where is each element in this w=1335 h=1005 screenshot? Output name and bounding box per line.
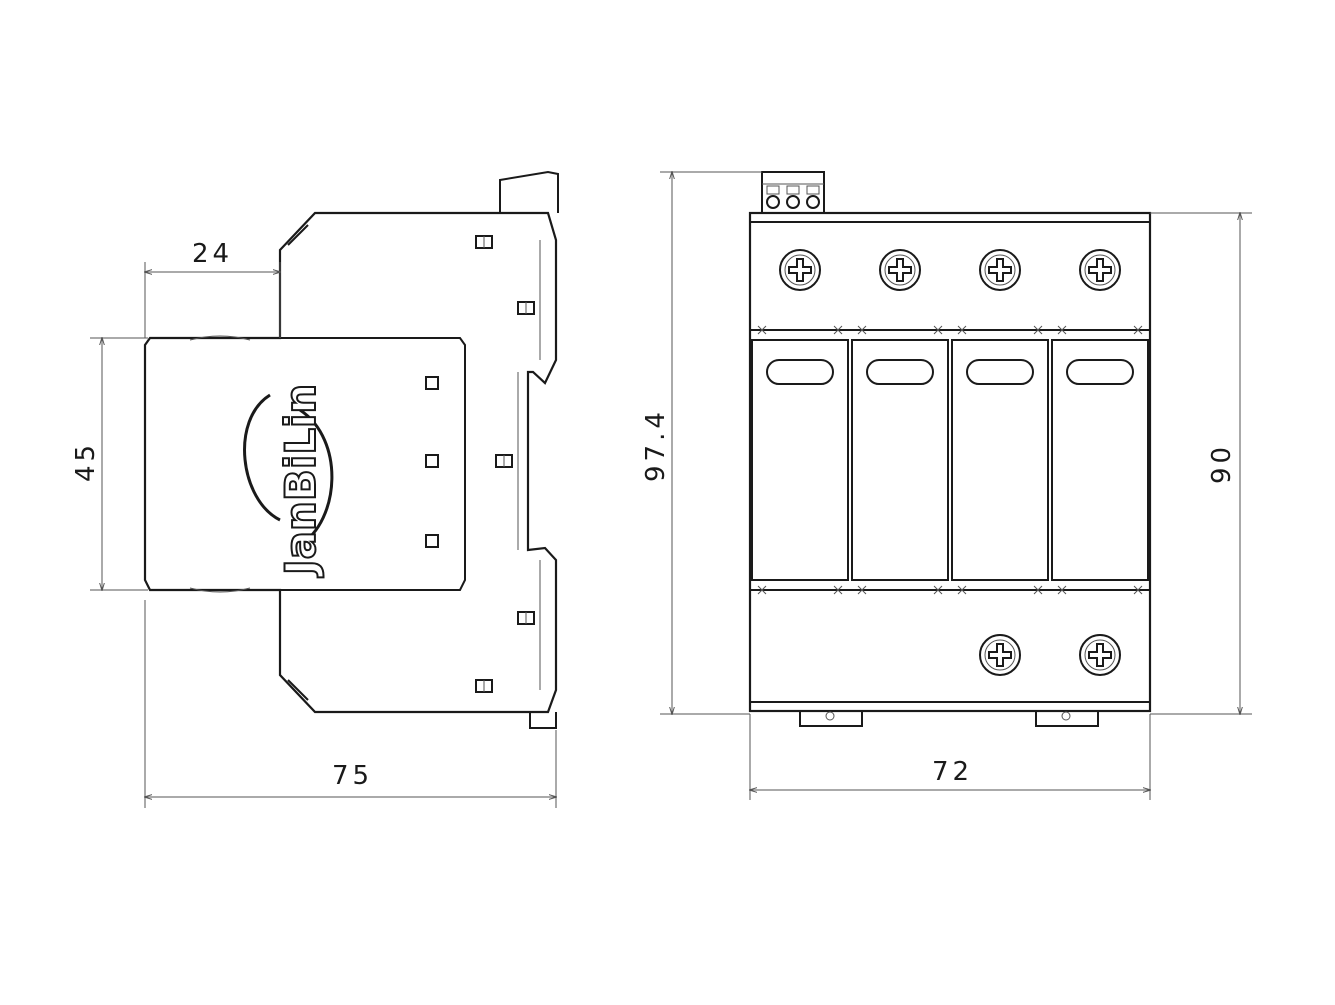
terminal-screw-icon	[979, 249, 1021, 291]
dim-label-24: 24	[192, 239, 233, 269]
pole-module	[851, 325, 949, 595]
dim-label-72: 72	[932, 757, 973, 787]
brand-logo: JanBiLin	[243, 383, 334, 579]
dim-top-width: 24	[145, 239, 280, 338]
brand-logo-text: JanBiLin	[276, 384, 325, 578]
front-body	[748, 211, 1152, 713]
terminal-screw-icon	[1079, 249, 1121, 291]
dim-label-974: 97.4	[641, 408, 671, 482]
indicator-window	[866, 359, 934, 385]
bottom-rail-clip	[529, 712, 557, 729]
terminal-screw-icon	[1079, 634, 1121, 676]
dim-label-90: 90	[1207, 443, 1237, 484]
bevel-top	[287, 224, 309, 246]
front-view: 97.4 90 72	[641, 171, 1252, 800]
pole-module	[1051, 325, 1149, 595]
side-view: JanBiLin 24 45 75	[71, 170, 559, 808]
grip-top	[189, 335, 251, 341]
dim-label-75: 75	[332, 761, 373, 791]
dim-total-width-75: 75	[145, 600, 556, 808]
dim-body-height-90: 90	[1150, 213, 1252, 714]
pole-modules	[751, 325, 1149, 595]
dim-total-height-974: 97.4	[641, 172, 762, 714]
bottom-screws	[979, 634, 1121, 676]
pole-module	[751, 325, 849, 595]
bevel-bottom	[287, 679, 309, 701]
grip-bottom	[189, 587, 251, 593]
dim-label-45: 45	[71, 441, 101, 482]
side-holes	[425, 235, 535, 693]
dim-width-72: 72	[750, 714, 1150, 800]
indicator-window	[1066, 359, 1134, 385]
side-body-outline	[143, 211, 558, 714]
indicator-window	[766, 359, 834, 385]
dim-height-45: 45	[71, 338, 148, 590]
side-cover-outline	[150, 337, 466, 591]
terminal-screw-icon	[879, 249, 921, 291]
pole-module	[951, 325, 1049, 595]
top-screws	[779, 249, 1121, 291]
din-clips	[799, 711, 1099, 727]
indicator-window	[966, 359, 1034, 385]
top-rail-clip	[499, 170, 559, 213]
terminal-screw-icon	[979, 634, 1021, 676]
terminal-screw-icon	[779, 249, 821, 291]
signal-terminal	[761, 171, 825, 215]
